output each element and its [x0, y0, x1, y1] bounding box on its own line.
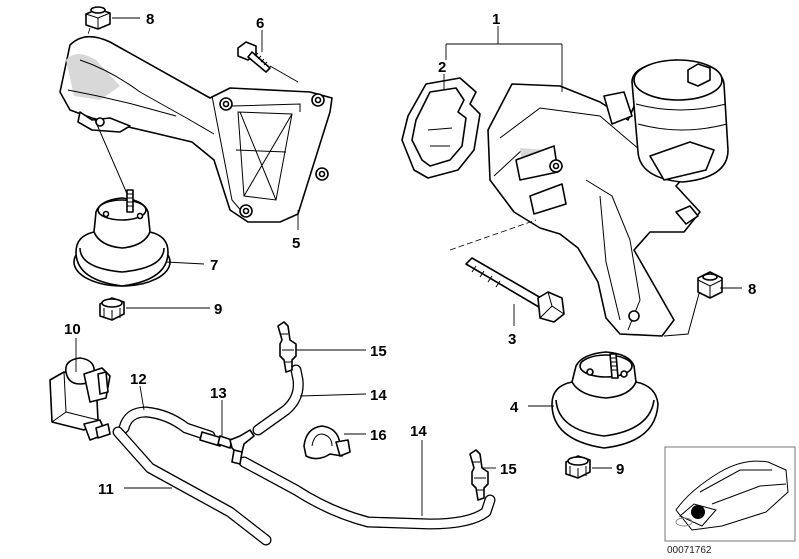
nut-9-left	[99, 297, 125, 321]
callout-14-lower: 14	[410, 423, 427, 440]
solenoid-valve-10	[49, 357, 111, 441]
callout-7: 7	[210, 257, 218, 274]
hose-12	[118, 406, 216, 442]
callout-9-right: 9	[616, 461, 624, 478]
callout-15-upper: 15	[370, 343, 387, 360]
leader-lines	[75, 17, 742, 516]
engine-support-arm-5	[59, 35, 333, 223]
clip-16	[303, 425, 351, 460]
nut-8-top	[85, 6, 111, 30]
callout-14-upper: 14	[370, 387, 387, 404]
engine-mount-4	[551, 351, 659, 449]
hose-14-lower	[238, 456, 496, 530]
callout-15-lower: 15	[500, 461, 517, 478]
hose-14-upper	[252, 364, 304, 436]
callout-10: 10	[64, 321, 81, 338]
callout-8-right: 8	[748, 281, 756, 298]
hose-11	[112, 426, 272, 546]
callout-8-top: 8	[146, 11, 154, 28]
location-marker-icon	[691, 505, 705, 519]
callout-11: 11	[98, 481, 114, 498]
catalog-number: 00071762	[667, 545, 712, 556]
callout-12: 12	[130, 371, 147, 388]
bolt-6	[237, 41, 271, 73]
dash-line	[663, 289, 701, 337]
dash-line	[94, 119, 129, 197]
gasket-2	[401, 77, 481, 179]
callout-13: 13	[210, 385, 227, 402]
dash-line	[449, 219, 537, 251]
callout-2: 2	[438, 59, 446, 76]
callout-labels: 8 6 5 7 9 1 2 3 8 4 9 10 12 13 15 14 16 …	[64, 11, 756, 498]
oil-filter-housing-1	[487, 59, 729, 337]
dash-line	[269, 65, 299, 83]
callout-3: 3	[508, 331, 516, 348]
callout-5: 5	[292, 235, 300, 252]
vehicle-location-thumbnail	[664, 446, 796, 542]
callout-1: 1	[492, 11, 500, 28]
callout-9-left: 9	[214, 301, 222, 318]
callout-4: 4	[510, 399, 519, 416]
engine-mount-7	[73, 189, 171, 287]
long-bolt-3	[465, 257, 565, 323]
callout-6: 6	[256, 15, 264, 32]
nozzle-15-upper	[277, 321, 297, 373]
nozzle-15-lower	[469, 449, 489, 501]
nut-9-right	[565, 455, 591, 479]
callout-16: 16	[370, 427, 387, 444]
nut-8-right	[697, 271, 723, 299]
t-connector-13	[199, 429, 255, 465]
